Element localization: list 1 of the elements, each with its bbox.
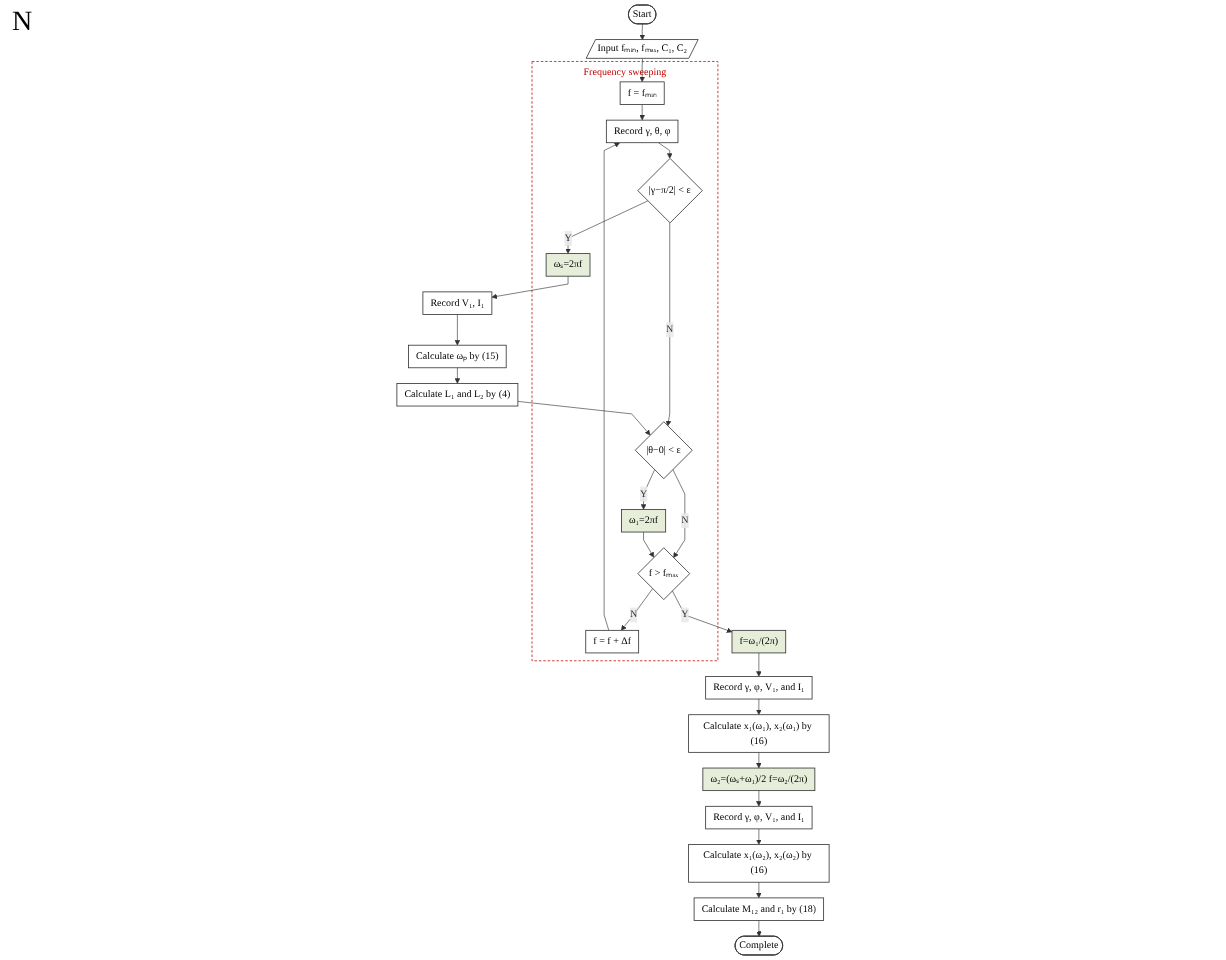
branch-label: N (12, 8, 33, 40)
